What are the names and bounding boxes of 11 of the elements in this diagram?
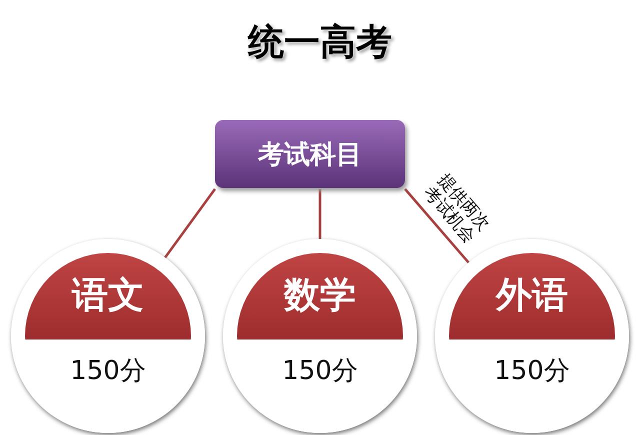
subject-name: 数学 (282, 274, 357, 318)
score-text: 150分 (493, 355, 571, 388)
subject-box: 考试科目 (215, 120, 405, 188)
title: 统一高考 (246, 21, 393, 65)
score-text: 150分 (69, 355, 147, 388)
connector-line (404, 188, 470, 264)
score-text: 150分 (281, 355, 359, 388)
connector-line (318, 189, 322, 239)
subject-name: 语文 (70, 274, 145, 318)
connector-line (164, 188, 216, 258)
subject-name: 外语 (494, 274, 569, 318)
